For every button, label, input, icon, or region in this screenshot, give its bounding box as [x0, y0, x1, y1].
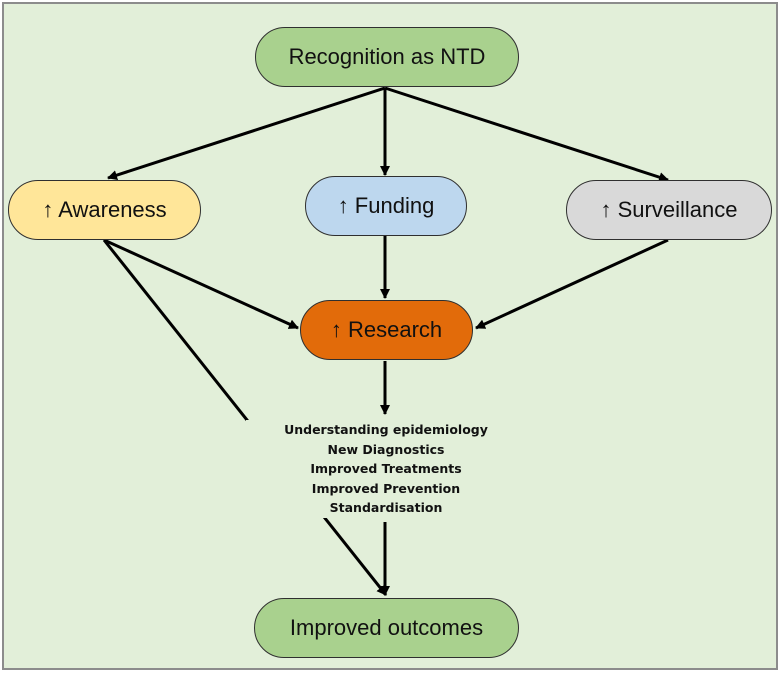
list-item: Standardisation [329, 500, 443, 515]
arrow-awareness-to-outcomes [102, 239, 388, 596]
arrow-recognition-to-awareness [107, 86, 386, 180]
list-item: Understanding epidemiology [284, 422, 488, 437]
surveillance-node: ↑ Surveillance [566, 180, 772, 240]
surveillance-label: ↑ Surveillance [600, 197, 738, 222]
funding-label: ↑ Funding [337, 193, 435, 218]
recognition-node: Recognition as NTD [255, 27, 519, 87]
arrow-surveillance-to-research [475, 238, 669, 330]
list-item: Improved Treatments [310, 461, 462, 476]
list-item: New Diagnostics [327, 441, 445, 457]
list-item: Improved Prevention [311, 480, 461, 496]
outcomes-label: Improved outcomes [289, 615, 484, 640]
arrow-recognition-to-surveillance [384, 86, 669, 182]
arrow-awareness-to-research [103, 238, 299, 330]
research-label: ↑ Research [330, 317, 443, 342]
awareness-label: ↑ Awareness [42, 197, 167, 222]
funding-node: ↑ Funding [305, 176, 467, 236]
outcomes-node: Improved outcomes [254, 598, 519, 658]
research-outputs-list: Understanding epidemiology New Diagnosti… [246, 420, 526, 518]
recognition-label: Recognition as NTD [288, 44, 486, 69]
awareness-node: ↑ Awareness [8, 180, 201, 240]
research-node: ↑ Research [300, 300, 473, 360]
